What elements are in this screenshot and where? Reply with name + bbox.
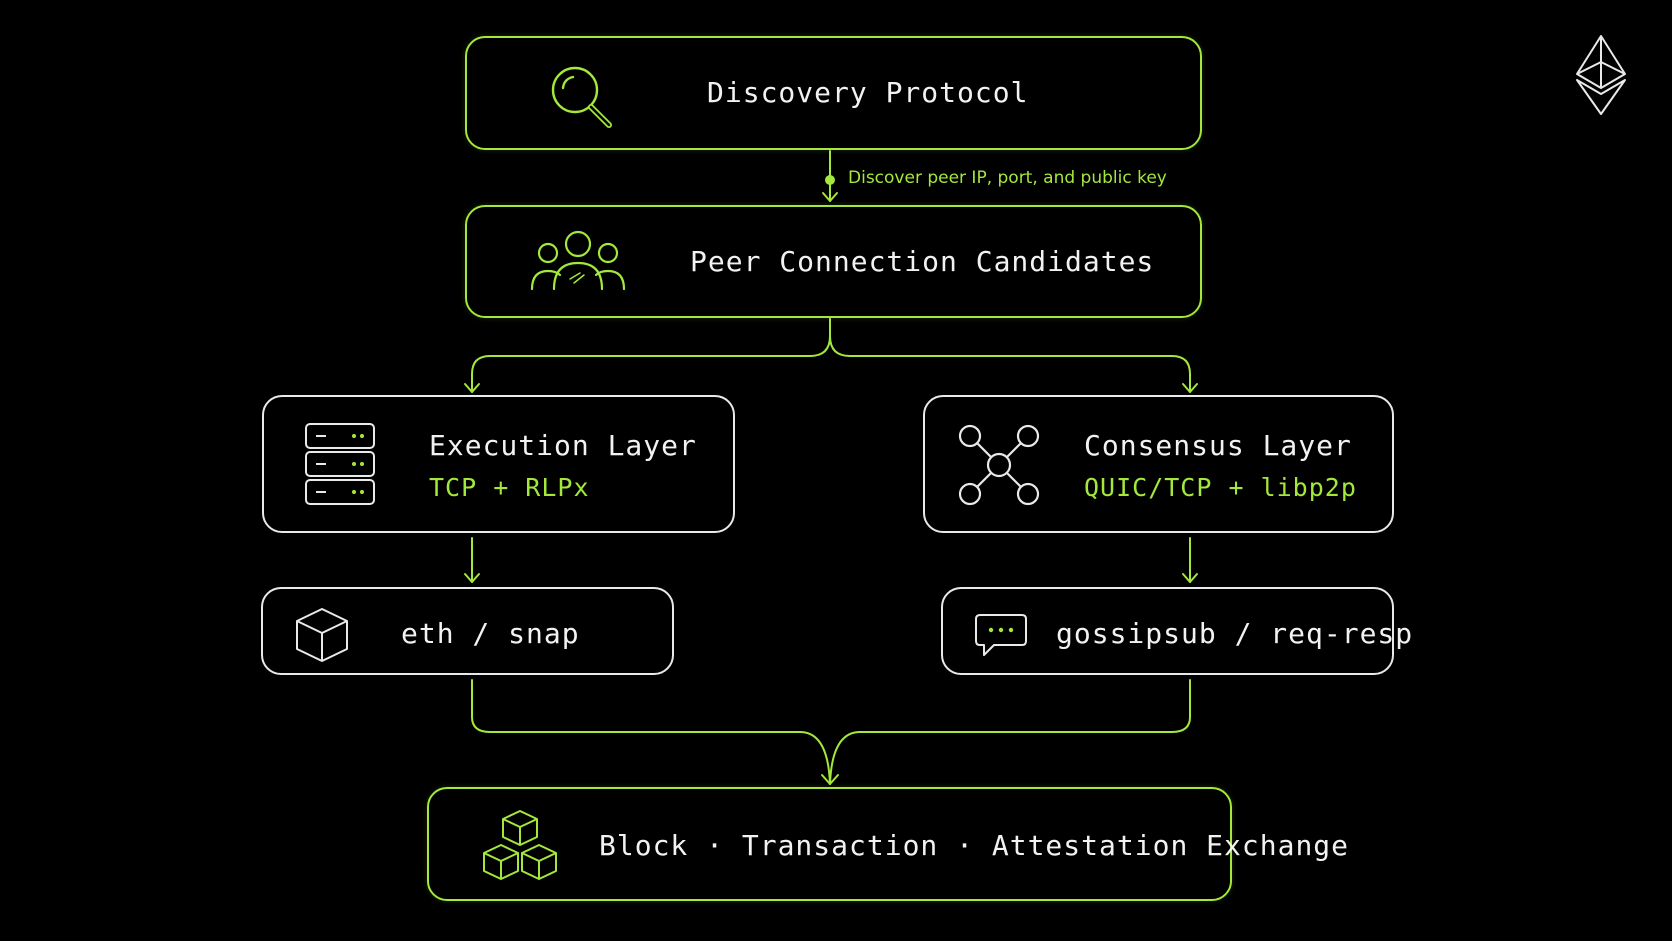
execution-subtitle: TCP + RLPx [429,473,590,502]
peer-candidates-node: Peer Connection Candidates [465,205,1202,318]
arrowhead-peers [822,192,838,202]
execution-title: Execution Layer [429,429,697,462]
server-rack-icon [305,423,375,505]
eth-snap-node: eth / snap [261,587,674,675]
arrowhead-exchange [821,774,839,785]
discovery-title: Discovery Protocol [707,76,1029,109]
eth-snap-title: eth / snap [401,617,580,650]
gossip-node: gossipsub / req-resp [941,587,1412,675]
cube-icon [296,608,348,662]
stacked-cubes-icon [483,810,557,880]
edge-gossip-to-exchange [829,679,1191,785]
consensus-subtitle: QUIC/TCP + libp2p [1084,473,1357,502]
arrowhead-execution [464,383,480,393]
network-nodes-icon [958,424,1040,506]
ethereum-diamond-icon [1576,35,1626,115]
edge-peers-to-consensus [829,318,1191,393]
people-group-icon [530,230,626,291]
edge-label: Discover peer IP, port, and public key [848,168,1167,188]
arrowhead-consensus [1182,383,1198,393]
edge-peers-to-execution [471,318,831,393]
consensus-title: Consensus Layer [1084,429,1352,462]
exchange-node: Block · Transaction · Attestation Exchan… [427,787,1348,901]
discovery-protocol-node: Discovery Protocol [465,36,1202,150]
execution-layer-node: Execution Layer TCP + RLPx [262,395,735,533]
gossip-title: gossipsub / req-resp [1056,617,1414,650]
chat-bubble-icon [975,614,1027,656]
peers-title: Peer Connection Candidates [690,245,1155,278]
edge-origin-dot [825,175,835,185]
arrowhead-ethsnap [464,573,480,583]
exchange-title: Block · Transaction · Attestation Exchan… [599,829,1350,862]
magnifier-icon [551,66,612,128]
consensus-layer-node: Consensus Layer QUIC/TCP + libp2p [923,395,1394,533]
edge-ethsnap-to-exchange [471,679,831,785]
arrowhead-gossip [1182,573,1198,583]
